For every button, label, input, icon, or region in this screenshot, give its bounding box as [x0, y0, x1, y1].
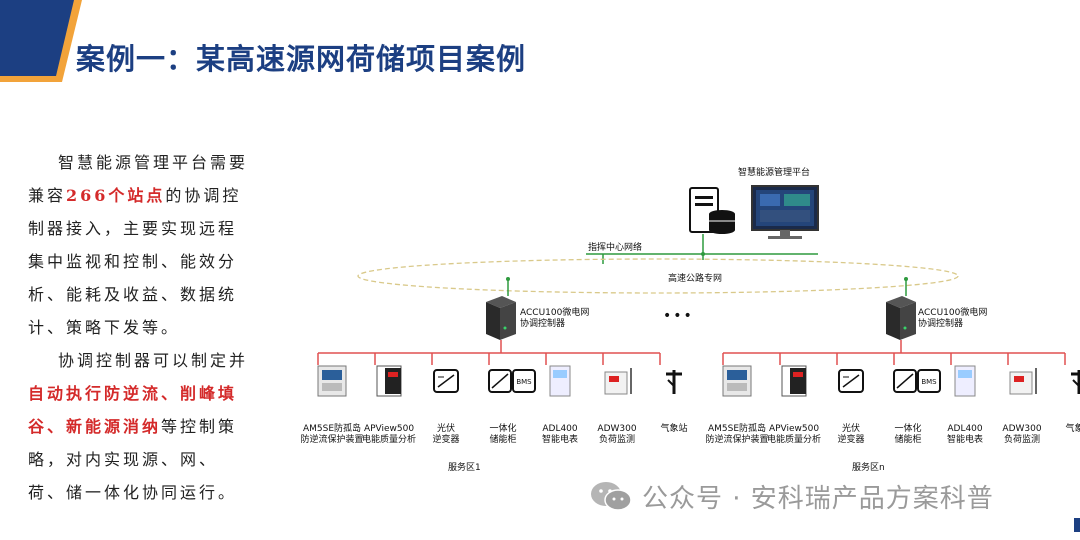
bms-text: BMS — [921, 378, 937, 386]
device-label-n-2: 光伏逆变器 — [837, 424, 865, 445]
device-label-n-6: 气象站 — [1065, 424, 1080, 434]
ellipsis: ••• — [663, 308, 694, 324]
diagram-lines — [317, 185, 1066, 365]
controller-icon-1 — [486, 296, 516, 340]
highway-network-label: 高速公路专网 — [668, 274, 723, 284]
device-icon-1-4 — [549, 365, 571, 397]
device-icon-1-3: BMS — [488, 369, 536, 393]
p1-text-a: 智慧能源管理平台需要兼容 — [28, 153, 249, 205]
device-icon-n-3: BMS — [893, 369, 941, 393]
watermark-text: 公众号 · 安科瑞产品方案科普 — [642, 483, 994, 514]
device-label-1-3: 一体化储能柜 — [489, 424, 517, 445]
p2-text-b: 等控制策略，对内实现源、网、荷、储一体化协同运行。 — [28, 417, 238, 502]
system-diagram: BMS BMS 智慧能源管理平台 指挥中心网络 高速公路专网 ••• ACCU10… — [258, 150, 1080, 480]
device-icon-n-5 — [1009, 368, 1037, 395]
paragraph-1: 智慧能源管理平台需要兼容266个站点的协调控制器接入，主要实现远程集中监视和控制… — [28, 146, 253, 344]
corner-decoration — [0, 0, 82, 82]
description-text: 智慧能源管理平台需要兼容266个站点的协调控制器接入，主要实现远程集中监视和控制… — [28, 146, 253, 509]
device-icon-1-5 — [604, 368, 632, 395]
p2-text-a: 协调控制器可以制定并 — [58, 351, 249, 370]
controller-label-1: ACCU100微电网协调控制器 — [520, 308, 590, 329]
watermark: 公众号 · 安科瑞产品方案科普 — [590, 476, 994, 516]
p1-highlight: 266个站点 — [66, 186, 166, 205]
device-icon-n-4 — [954, 365, 976, 397]
bus-lines — [317, 352, 1066, 365]
device-icon-1-0 — [317, 365, 347, 397]
monitor-icon — [751, 185, 819, 239]
zone-n-label: 服务区n — [852, 463, 885, 473]
device-icon-1-6 — [666, 370, 682, 394]
page-indicator — [1074, 518, 1080, 532]
zone-1-label: 服务区1 — [448, 463, 481, 473]
wechat-icon — [591, 482, 632, 511]
command-network-label: 指挥中心网络 — [588, 243, 643, 253]
device-label-1-0: AM5SE防孤岛防逆流保护装置 — [300, 424, 364, 445]
controller-label-n: ACCU100微电网协调控制器 — [918, 308, 988, 329]
p1-text-b: 的协调控制器接入，主要实现远程集中监视和控制、能效分析、能耗及收益、数据统计、策… — [28, 186, 242, 337]
device-label-n-0: AM5SE防孤岛防逆流保护装置 — [705, 424, 769, 445]
bms-text: BMS — [516, 378, 532, 386]
device-icon-n-6 — [1071, 370, 1080, 394]
device-icon-n-2 — [838, 369, 864, 393]
device-icon-n-1 — [781, 365, 807, 397]
platform-label: 智慧能源管理平台 — [738, 168, 811, 178]
controller-icon-n — [886, 296, 916, 340]
paragraph-2: 协调控制器可以制定并自动执行防逆流、削峰填谷、新能源消纳等控制策略，对内实现源、… — [28, 344, 253, 509]
device-label-n-3: 一体化储能柜 — [894, 424, 922, 445]
device-icon-1-1 — [376, 365, 402, 397]
server-icon — [689, 187, 735, 234]
page-title: 案例一：某高速源网荷储项目案例 — [76, 42, 527, 76]
device-icon-n-0 — [722, 365, 752, 397]
device-label-1-6: 气象站 — [660, 424, 688, 434]
p2-highlight: 自动执行防逆流、削峰填谷、新能源消纳 — [28, 384, 238, 436]
device-icon-1-2 — [433, 369, 459, 393]
device-icons: BMS BMS — [317, 365, 1080, 397]
device-label-1-2: 光伏逆变器 — [432, 424, 460, 445]
